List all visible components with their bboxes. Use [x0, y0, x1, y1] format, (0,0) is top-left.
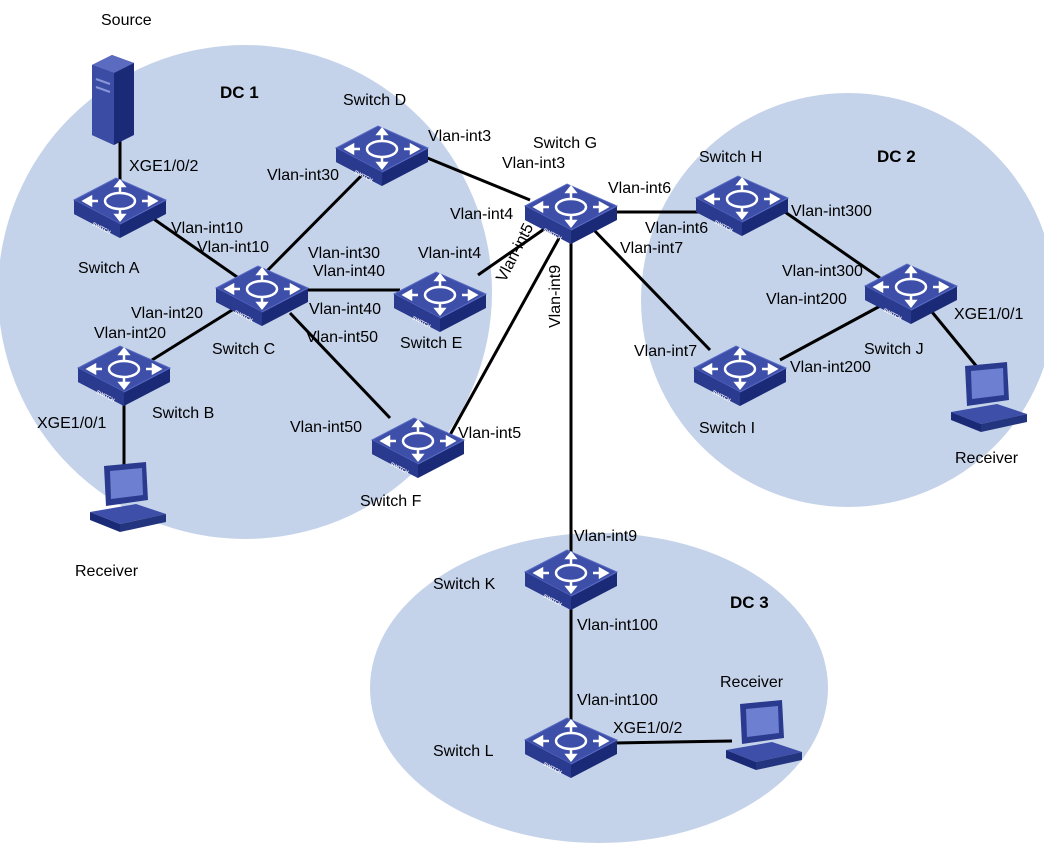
switch-b-label: Switch B — [152, 405, 214, 422]
port-i-g: Vlan-int7 — [634, 343, 697, 360]
receiver-dc3-computer-icon[interactable] — [726, 700, 802, 770]
link-c-f — [288, 311, 392, 420]
link-e-g — [477, 223, 551, 277]
port-j-receiver: XGE1/0/1 — [954, 306, 1023, 323]
link-c-d — [260, 170, 367, 278]
port-f-g: Vlan-int5 — [458, 425, 521, 442]
links — [118, 135, 984, 745]
port-labels: XGE1/0/2 Vlan-int10 Vlan-int10 Vlan-int2… — [37, 128, 1023, 737]
port-g-i: Vlan-int7 — [620, 240, 683, 257]
receiver-dc3-label: Receiver — [720, 674, 784, 691]
port-h-j: Vlan-int300 — [791, 203, 872, 220]
switch-k-label: Switch K — [433, 576, 496, 593]
source-label: Source — [101, 12, 152, 29]
dc1-label: DC 1 — [220, 83, 259, 102]
link-g-i — [590, 226, 712, 352]
port-e-c: Vlan-int40 — [309, 301, 381, 318]
switch-g-label: Switch G — [533, 135, 597, 152]
link-h-j — [784, 210, 881, 280]
dc3-zone — [370, 533, 828, 843]
port-g-d: Vlan-int3 — [502, 155, 565, 172]
port-g-f: Vlan-int5 — [493, 221, 537, 285]
port-b-receiver: XGE1/0/1 — [37, 415, 106, 432]
port-e-g: Vlan-int4 — [418, 245, 481, 262]
link-a-c — [147, 213, 251, 288]
switch-d-label: Switch D — [343, 92, 406, 109]
port-c-f: Vlan-int50 — [306, 329, 378, 346]
port-c-d: Vlan-int30 — [308, 245, 380, 262]
source-server-icon[interactable] — [92, 55, 134, 145]
port-d-g: Vlan-int3 — [428, 128, 491, 145]
port-k-l: Vlan-int100 — [577, 617, 658, 634]
port-g-e: Vlan-int4 — [450, 206, 513, 223]
receiver-dc1-computer-icon[interactable] — [90, 462, 166, 532]
switch-e-label: Switch E — [400, 335, 462, 352]
port-f-c: Vlan-int50 — [290, 419, 362, 436]
switch-j-label: Switch J — [864, 341, 924, 358]
switch-f-label: Switch F — [360, 493, 422, 510]
switch-l-label: Switch L — [433, 743, 494, 760]
port-j-h: Vlan-int300 — [782, 263, 863, 280]
port-l-receiver: XGE1/0/2 — [613, 720, 682, 737]
switch-g-icon[interactable] — [523, 182, 619, 246]
link-i-j — [779, 303, 883, 362]
dc3-label: DC 3 — [730, 593, 769, 612]
port-a-source: XGE1/0/2 — [129, 158, 198, 175]
port-d-c: Vlan-int30 — [267, 167, 339, 184]
port-i-j: Vlan-int200 — [790, 359, 871, 376]
switch-c-label: Switch C — [212, 341, 275, 358]
link-b-c — [151, 300, 246, 362]
port-c-a: Vlan-int10 — [197, 239, 269, 256]
link-f-g — [448, 221, 570, 436]
port-k-g: Vlan-int9 — [574, 528, 637, 545]
port-c-b: Vlan-int20 — [131, 305, 203, 322]
link-d-g — [419, 153, 531, 202]
switch-h-label: Switch H — [699, 149, 762, 166]
port-c-e: Vlan-int40 — [313, 263, 385, 280]
receiver-dc1-label: Receiver — [75, 563, 139, 580]
switch-i-label: Switch I — [699, 420, 755, 437]
link-l-receiver — [614, 739, 733, 745]
switch-a-label: Switch A — [78, 260, 140, 277]
receiver-dc2-label: Receiver — [955, 450, 1019, 467]
port-h-g: Vlan-int6 — [645, 220, 708, 237]
port-b-c: Vlan-int20 — [94, 325, 166, 342]
receiver-dc2-computer-icon[interactable] — [951, 362, 1027, 432]
port-j-i: Vlan-int200 — [766, 291, 847, 308]
link-j-receiver — [930, 311, 984, 374]
port-l-k: Vlan-int100 — [577, 692, 658, 709]
port-g-h: Vlan-int6 — [608, 180, 671, 197]
port-a-c: Vlan-int10 — [171, 220, 243, 237]
dc2-label: DC 2 — [877, 147, 916, 166]
port-g-k: Vlan-int9 — [547, 265, 564, 328]
